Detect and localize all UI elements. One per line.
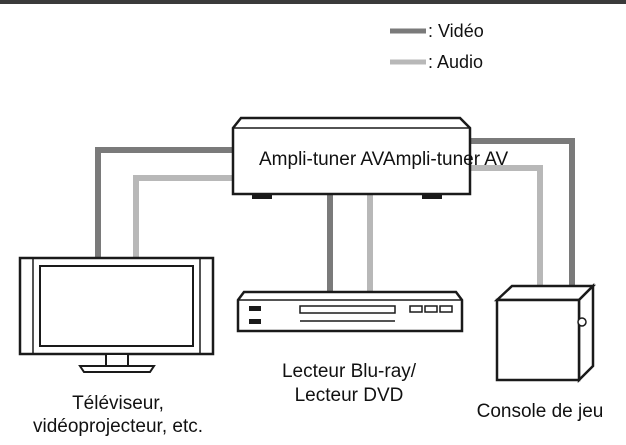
tv-label-line2: vidéoprojecteur, etc. (33, 416, 203, 437)
player-label-line2: Lecteur DVD (295, 385, 404, 406)
tv-stand-base (78, 365, 156, 373)
console-front (495, 298, 581, 382)
player-indicator-1 (249, 306, 261, 311)
tv-screen (39, 265, 194, 347)
tv-video-cable (95, 147, 233, 262)
console-top (493, 284, 597, 302)
bluray-player: Lecteur Blu-ray/ Lecteur DVD (236, 290, 464, 406)
console-button (577, 317, 587, 327)
tv: Téléviseur, vidéoprojecteur, etc. (18, 256, 215, 437)
console-side (577, 282, 595, 384)
console-audio-cable (470, 165, 543, 288)
tv-stand-neck (105, 353, 129, 367)
player-button-1 (409, 305, 423, 313)
top-border (0, 0, 626, 4)
legend-video-label: : Vidéo (428, 21, 484, 41)
player-label-line1: Lecteur Blu-ray/ (282, 361, 417, 382)
player-indicator-2 (249, 319, 261, 324)
player-disc-tray (299, 305, 396, 314)
player-button-2 (424, 305, 438, 313)
player-button-3 (439, 305, 453, 313)
tv-audio-cable (133, 175, 233, 262)
console-video-cable (470, 138, 575, 288)
console-label: Console de jeu (477, 401, 604, 422)
cables (95, 138, 575, 292)
receiver-label: Ampli-tuner AVAmpli-tuner AV (259, 149, 509, 170)
legend: : Vidéo : Audio (390, 21, 484, 72)
receiver-foot-right (422, 192, 442, 199)
av-receiver: Ampli-tuner AVAmpli-tuner AV (231, 116, 509, 199)
receiver-foot-left (252, 192, 272, 199)
legend-audio-label: : Audio (428, 52, 483, 72)
game-console: Console de jeu (477, 282, 604, 422)
tv-label-line1: Téléviseur, (72, 393, 164, 414)
